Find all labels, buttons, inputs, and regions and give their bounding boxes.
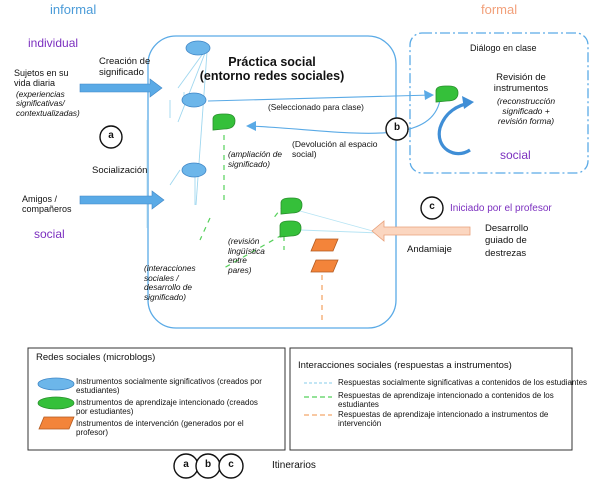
devolucion-label: (Devolución al espacio social) <box>292 139 378 159</box>
legend-left-item2: Instrumentos de aprendizaje intencionado… <box>76 398 258 417</box>
itinerarios-label: Itinerarios <box>272 460 316 471</box>
legend-left-item3: Instrumentos de intervención (generados … <box>76 419 244 438</box>
arrow-head-icon <box>424 90 434 100</box>
legend-right-title: Interacciones sociales (respuestas a ins… <box>298 360 512 371</box>
arrow-right-icon <box>79 78 165 210</box>
sujetos-detail: (experiencias significativas/ contextual… <box>16 90 80 118</box>
central-box <box>147 35 397 329</box>
legend-orange-icon <box>38 416 75 430</box>
legend-right-item1: Respuestas socialmente significativas a … <box>338 378 588 387</box>
sujetos-label: Sujetos en su vida diaria <box>14 68 69 89</box>
central-title: Práctica social (entorno redes sociales) <box>199 55 345 84</box>
itinerary-a: a <box>183 459 189 470</box>
legend-right-box <box>289 347 573 451</box>
label-formal: formal <box>481 2 518 17</box>
arrow-head-icon <box>462 96 474 109</box>
revision-linguistica-label: (revisión lingüística entre pares) <box>228 236 265 275</box>
arrow-left-icon <box>371 220 471 242</box>
legend-left-box <box>27 347 286 451</box>
circle-marker-icon <box>99 117 444 220</box>
seleccionado-label: (Seleccionado para clase) <box>268 102 364 112</box>
instrument-blue-icon <box>181 40 211 178</box>
return-arrow <box>249 99 441 134</box>
legend-left-title: Redes sociales (microblogs) <box>36 352 156 363</box>
marker-a: a <box>108 130 114 141</box>
andamiaje-label: Andamiaje <box>407 244 452 255</box>
interacciones-label: (interacciones sociales / desarrollo de … <box>144 263 196 302</box>
class-box-title: Diálogo en clase <box>470 43 537 53</box>
itinerary-c: c <box>228 459 234 470</box>
selection-arrow <box>207 94 433 102</box>
arrow-head-icon <box>246 121 256 131</box>
ampliacion-label: (ampliación de significado) <box>228 149 282 169</box>
amigos-label: Amigos / compañeros <box>22 194 72 215</box>
legend-left-item1: Instrumentos socialmente significativos … <box>76 377 262 396</box>
legend-green-icon <box>37 396 75 410</box>
marker-b: b <box>393 122 401 133</box>
itinerary-circles <box>173 453 244 479</box>
iniciado-label: Iniciado por el profesor <box>450 203 552 214</box>
legend-right-item2: Respuestas de aprendizaje intencionado a… <box>338 391 554 410</box>
marker-c: c <box>429 201 435 212</box>
legend-right-item3: Respuestas de aprendizaje intencionado a… <box>338 410 549 429</box>
socializacion-label: Socialización <box>92 165 148 176</box>
revision-loop-arrow <box>437 101 471 156</box>
itinerary-b: b <box>204 459 212 470</box>
revision-label: Revisión de instrumentos <box>493 72 549 94</box>
parallelogram-icon <box>310 238 339 273</box>
legend-blue-icon <box>37 377 75 391</box>
label-social-right: social <box>500 148 531 162</box>
speech-bubble-icon <box>212 85 459 238</box>
label-social-left: social <box>34 227 65 241</box>
label-individual: individual <box>28 36 79 50</box>
connector-lines <box>169 47 381 234</box>
class-box <box>409 32 589 174</box>
revision-detail: (reconstrucción significado + revisión f… <box>496 96 556 126</box>
label-informal: informal <box>50 2 97 17</box>
desarrollo-label: Desarrollo guiado de destrezas <box>485 223 529 259</box>
creacion-label: Creación de significado <box>99 56 151 78</box>
